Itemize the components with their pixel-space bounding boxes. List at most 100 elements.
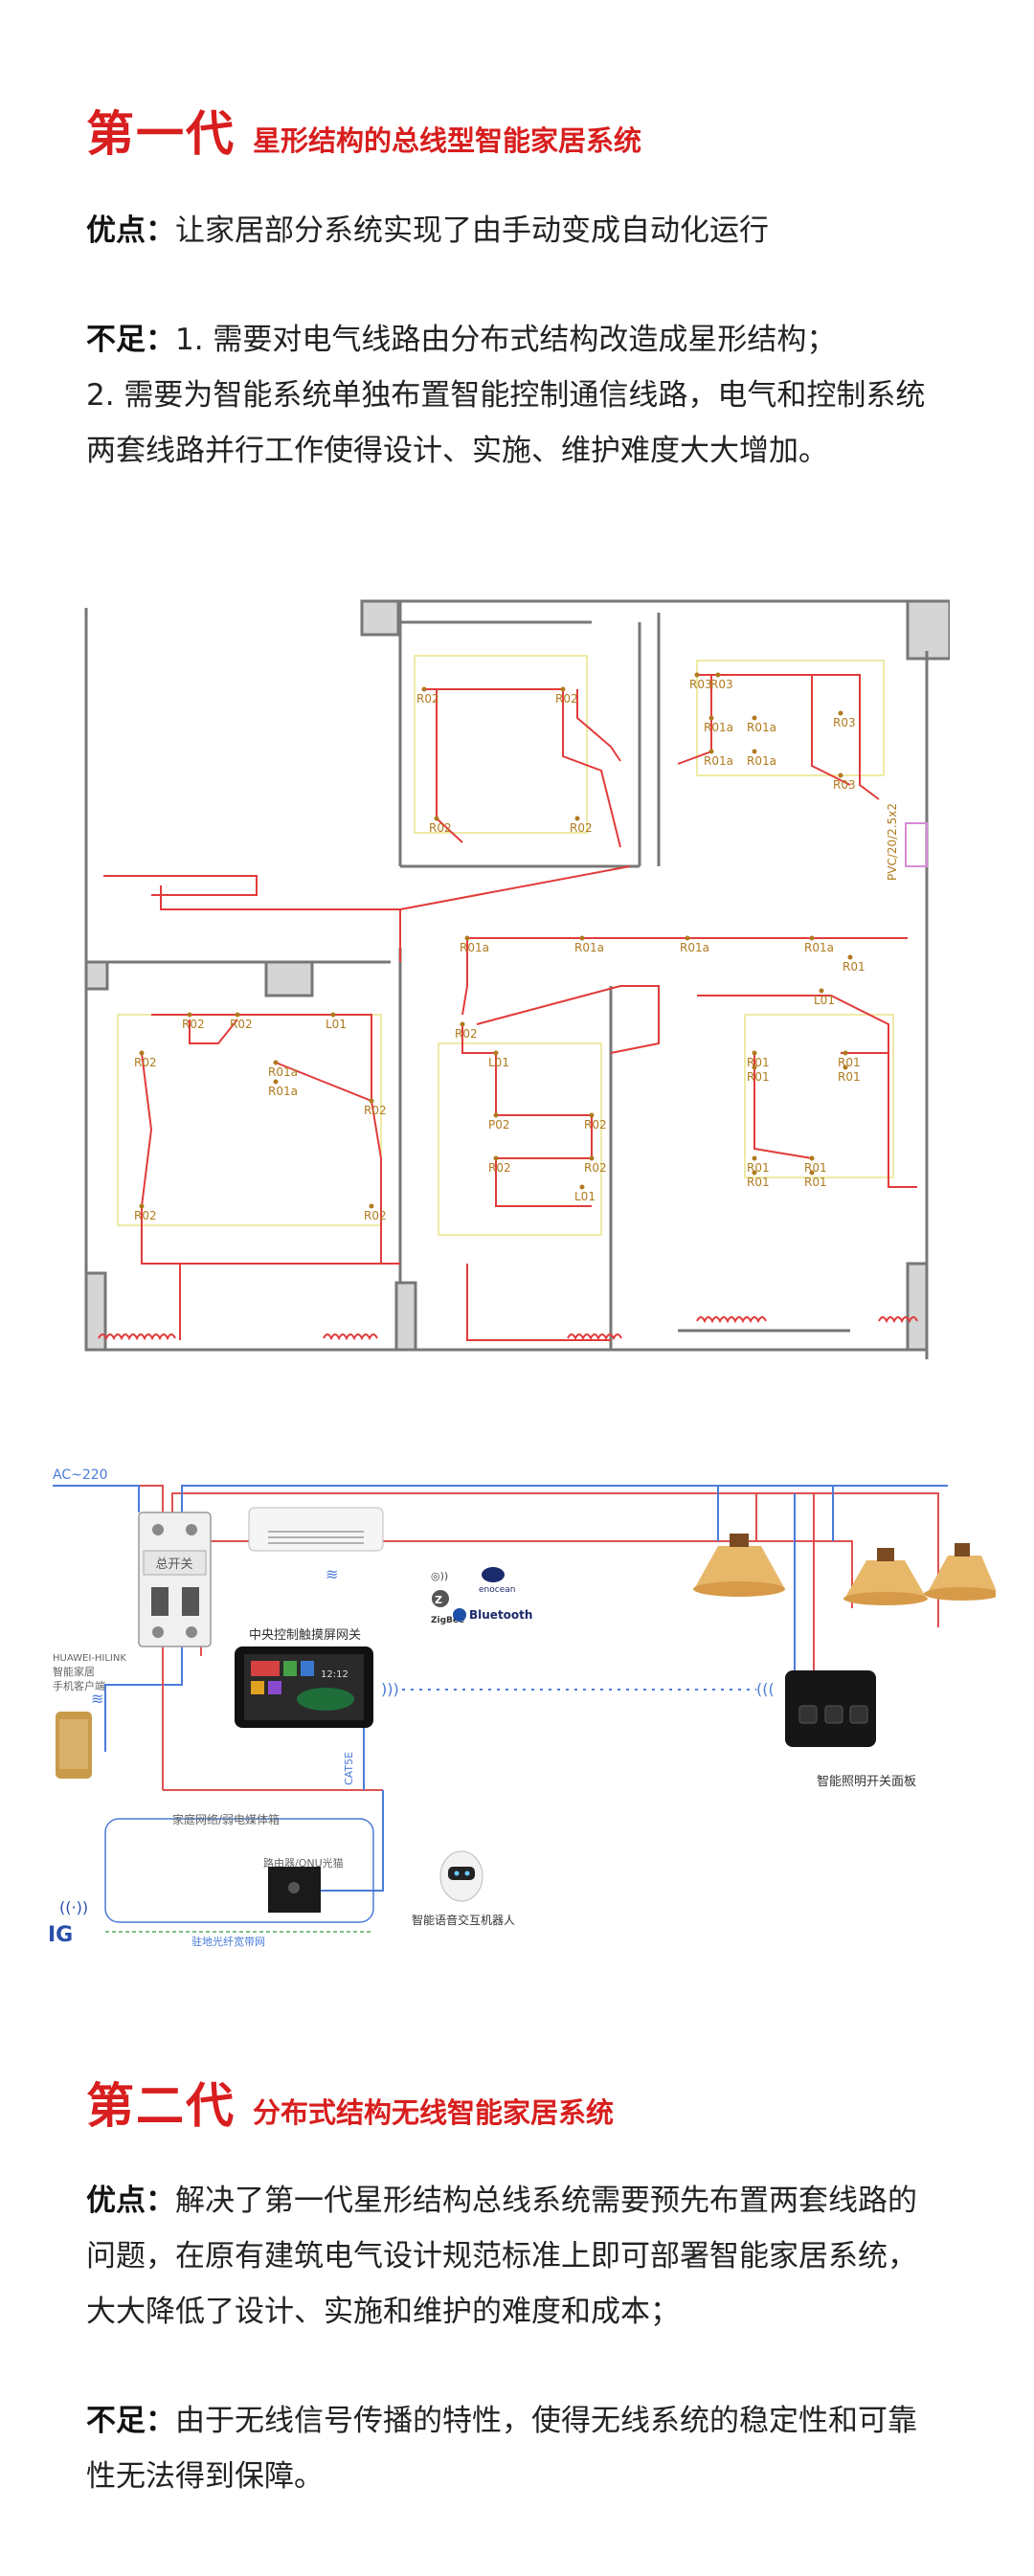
floorplan-point — [685, 935, 690, 941]
wifi-icon-panel: ((( — [756, 1680, 775, 1698]
floorplan-point — [809, 1155, 815, 1161]
floorplan-label: R02 — [584, 1118, 607, 1131]
pendant-lamp — [843, 1548, 928, 1605]
hub-label: 中央控制触摸屏网关 — [249, 1628, 361, 1643]
floorplan-label: R02 — [230, 1018, 253, 1031]
floorplan-label: R03 — [689, 678, 712, 691]
floorplan-point — [847, 954, 853, 960]
floorplan-label: R02 — [364, 1209, 387, 1222]
floorplan-label: R01a — [747, 754, 776, 768]
gen1-pros-label: 优点： — [86, 213, 175, 248]
wiring-svg: AC~220 总开关 — [48, 1467, 1000, 1948]
floorplan-point — [579, 1184, 585, 1190]
floorplan-label: R02 — [182, 1018, 205, 1031]
gen2-title: 第二代 — [86, 2078, 236, 2134]
hub-time: 12:12 — [321, 1669, 348, 1680]
floorplan-label: R03 — [833, 778, 856, 792]
zigbee-label: ZigBee — [431, 1616, 464, 1625]
hub-touchscreen[interactable]: 12:12 — [235, 1646, 373, 1728]
floorplan-point — [560, 686, 566, 692]
gen2-pros-label: 优点： — [86, 2184, 175, 2218]
zwave-icon: ◎)) — [431, 1570, 448, 1582]
bluetooth-label: Bluetooth — [469, 1608, 532, 1622]
floorplan-label: R01 — [838, 1070, 861, 1084]
gen1-cons: 不足：1. 需要对电气线路由分布式结构改造成星形结构； 2. 需要为智能系统单独… — [86, 312, 967, 479]
panel-label: 智能照明开关面板 — [817, 1775, 916, 1789]
floorplan-label: R01a — [268, 1085, 298, 1098]
floorplan-point — [752, 715, 757, 721]
home-network-label: 家庭网络/弱电媒体箱 — [172, 1812, 280, 1826]
floorplan-label: R01 — [747, 1056, 770, 1069]
floorplan-label: R02 — [134, 1209, 157, 1222]
floorplan-point — [330, 1012, 336, 1018]
enocean-label: enocean — [479, 1585, 515, 1595]
floorplan-label: R01 — [747, 1161, 770, 1175]
floorplan-label: R02 — [364, 1104, 387, 1117]
gen2-cons: 不足：由于无线信号传播的特性，使得无线系统的稳定性和可靠 性无法得到保障。 — [86, 2393, 967, 2504]
pendant-lamp — [924, 1543, 1000, 1601]
breaker-label: 总开关 — [155, 1557, 192, 1572]
enocean-icon — [482, 1567, 505, 1582]
floorplan-point — [708, 749, 714, 754]
fiber-label: 驻地光纤宽带网 — [191, 1935, 265, 1948]
floorplan-label: R01a — [804, 941, 834, 954]
gen2-cons-line1: 由于无线信号传播的特性，使得无线系统的稳定性和可靠 — [175, 2404, 917, 2438]
robot-label: 智能语音交互机器人 — [412, 1913, 515, 1927]
gen2-pros-line2: 问题，在原有建筑电气设计规范标准上即可部署智能家居系统， — [86, 2239, 917, 2274]
floorplan-point — [139, 1050, 145, 1056]
floorplan-point — [752, 1064, 757, 1070]
floorplan-point — [843, 1050, 848, 1056]
gen1-cons-label: 不足： — [86, 323, 175, 357]
floorplan-label: L01 — [326, 1018, 347, 1031]
floorplan-point — [579, 935, 585, 941]
gen1-subtitle: 星形结构的总线型智能家居系统 — [253, 124, 642, 157]
floorplan-label: R01 — [843, 960, 865, 974]
floorplan-point — [838, 773, 843, 778]
gen2-heading: 第二代 分布式结构无线智能家居系统 — [86, 2068, 614, 2137]
floorplan-label: R01a — [704, 754, 733, 768]
wifi-icon-hub: ))) — [381, 1680, 399, 1698]
floorplan-point — [708, 715, 714, 721]
voice-robot — [439, 1850, 483, 1902]
zigbee-icon — [432, 1590, 449, 1607]
floorplan-point — [752, 1050, 757, 1056]
floorplan-point — [187, 1012, 192, 1018]
floorplan-point — [715, 672, 721, 678]
gen1-cons-line3: 两套线路并行工作使得设计、实施、维护难度大大增加。 — [86, 434, 828, 468]
svg-text:Z: Z — [435, 1594, 442, 1606]
wifi-icon-phone: ≋ — [91, 1690, 103, 1708]
floorplan-point — [694, 672, 700, 678]
smartphone — [56, 1712, 92, 1779]
floorplan-point — [574, 816, 580, 821]
floorplan-point — [819, 988, 824, 994]
gen2-pros-line3: 大大降低了设计、实施和维护的难度和成本； — [86, 2295, 680, 2329]
floorplan-label: L01 — [574, 1190, 596, 1203]
floorplan-point — [809, 935, 815, 941]
floorplan-point — [369, 1203, 374, 1209]
gen1-title: 第一代 — [86, 106, 236, 162]
floorplan-point — [273, 1079, 279, 1085]
floorplan-label: R01 — [747, 1070, 770, 1084]
pendant-lamp — [693, 1534, 785, 1597]
floorplan-label: R02 — [488, 1161, 511, 1175]
protocol-logos: Z ZigBee ◎)) enocean Bluetooth — [431, 1567, 532, 1625]
cat5e-label: CAT5E — [343, 1752, 355, 1785]
floorplan-coils — [98, 1316, 918, 1341]
gen2-pros-line1: 解决了第一代星形结构总线系统需要预先布置两套线路的 — [175, 2184, 917, 2218]
gen1-pros-text: 让家居部分系统实现了由手动变成自动化运行 — [175, 213, 769, 248]
pvc-box — [905, 822, 928, 867]
floorplan-label: L01 — [488, 1056, 509, 1069]
floorplan-label: R01a — [680, 941, 709, 954]
gen2-cons-label: 不足： — [86, 2404, 175, 2438]
smart-light-panel[interactable] — [785, 1670, 876, 1747]
floorplan-label: R02 — [134, 1056, 157, 1069]
floorplan-point — [843, 1064, 848, 1070]
floorplan-point — [838, 710, 843, 716]
bluetooth-icon — [453, 1608, 466, 1622]
floorplan-label: R01 — [747, 1176, 770, 1189]
ac-label: AC~220 — [53, 1467, 108, 1483]
phone-label-3: 手机客户端 — [53, 1679, 105, 1692]
floorplan-label: R01a — [574, 941, 604, 954]
main-breaker[interactable]: 总开关 — [138, 1512, 212, 1647]
